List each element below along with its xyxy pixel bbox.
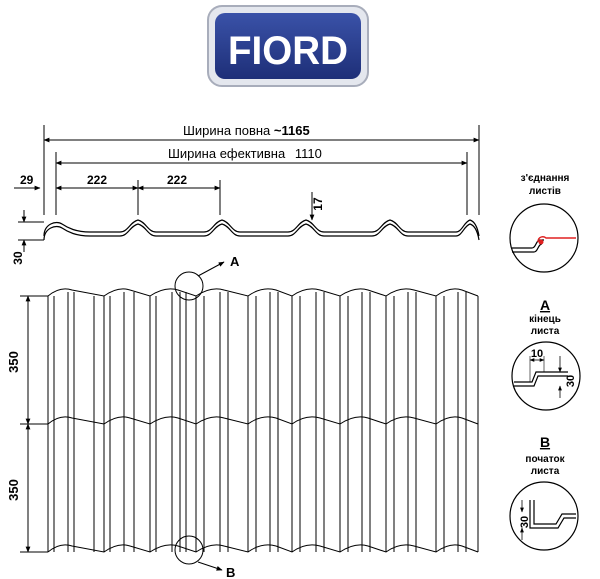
profile-height-label: 30 <box>11 251 25 265</box>
end-title-line2: листа <box>531 326 560 337</box>
start-title-line1: початок <box>525 454 565 465</box>
start-dim-height: 30 <box>519 516 531 528</box>
wave-pitch-1-label: 222 <box>87 173 107 187</box>
step-depth-label: 17 <box>311 197 325 211</box>
full-width-label: Ширина повна ~1165 <box>183 123 310 138</box>
effective-width-dimension <box>55 152 468 215</box>
sheet-front-view <box>47 288 479 553</box>
start-title-line2: листа <box>531 466 560 477</box>
profile-height-dimension <box>18 210 44 252</box>
effective-width-label: Ширина ефективна 1110 <box>168 146 322 161</box>
end-title-line1: кінець <box>529 314 561 325</box>
joint-title-line1: з'єднання <box>521 173 570 184</box>
marker-a-callout <box>174 261 225 301</box>
logo-text: FIORD <box>228 29 348 73</box>
profile-cross-section <box>43 219 480 241</box>
end-detail <box>511 341 581 411</box>
end-dim-width: 10 <box>531 348 543 360</box>
marker-a-label: A <box>230 254 240 269</box>
fiord-logo: FIORD <box>207 5 369 87</box>
edge-offset-label: 29 <box>20 173 34 187</box>
marker-b-callout <box>174 535 223 571</box>
full-width-dimension <box>43 125 480 215</box>
wave-pitch-2-label: 222 <box>167 173 187 187</box>
panel-length-dimensions <box>20 295 48 553</box>
panel-length-1-label: 350 <box>6 351 21 373</box>
marker-b-label: B <box>226 565 235 579</box>
panel-length-2-label: 350 <box>6 479 21 501</box>
pitch-dimensions <box>14 180 221 215</box>
start-detail <box>509 481 579 551</box>
start-detail-letter: B <box>540 434 550 450</box>
end-detail-letter: A <box>540 297 550 313</box>
joint-detail <box>509 203 579 273</box>
joint-title-line2: листів <box>529 186 561 197</box>
end-dim-height: 30 <box>565 375 577 387</box>
